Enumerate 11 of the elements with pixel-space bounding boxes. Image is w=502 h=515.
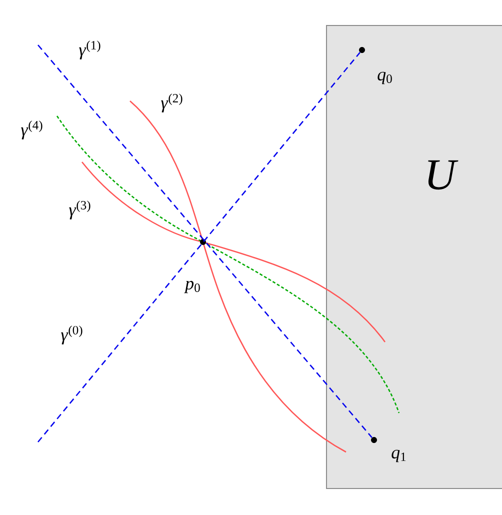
- curve-label: γ$^{(4)}$: [21, 120, 42, 140]
- curve-label: γ$^{(1)}$: [79, 40, 100, 60]
- curve-label: γ$^{(2)}$: [161, 94, 182, 112]
- point: [359, 47, 365, 53]
- curve-label: γ$^{(0)}$: [61, 326, 82, 344]
- point-label: q$_{0}$: [378, 72, 392, 84]
- curve-label: γ$^{(3)}$: [69, 200, 90, 220]
- point-label: p$_{0}$: [184, 280, 200, 294]
- point: [371, 437, 377, 443]
- point-label: q$_{1}$: [392, 450, 406, 462]
- point: [200, 239, 206, 245]
